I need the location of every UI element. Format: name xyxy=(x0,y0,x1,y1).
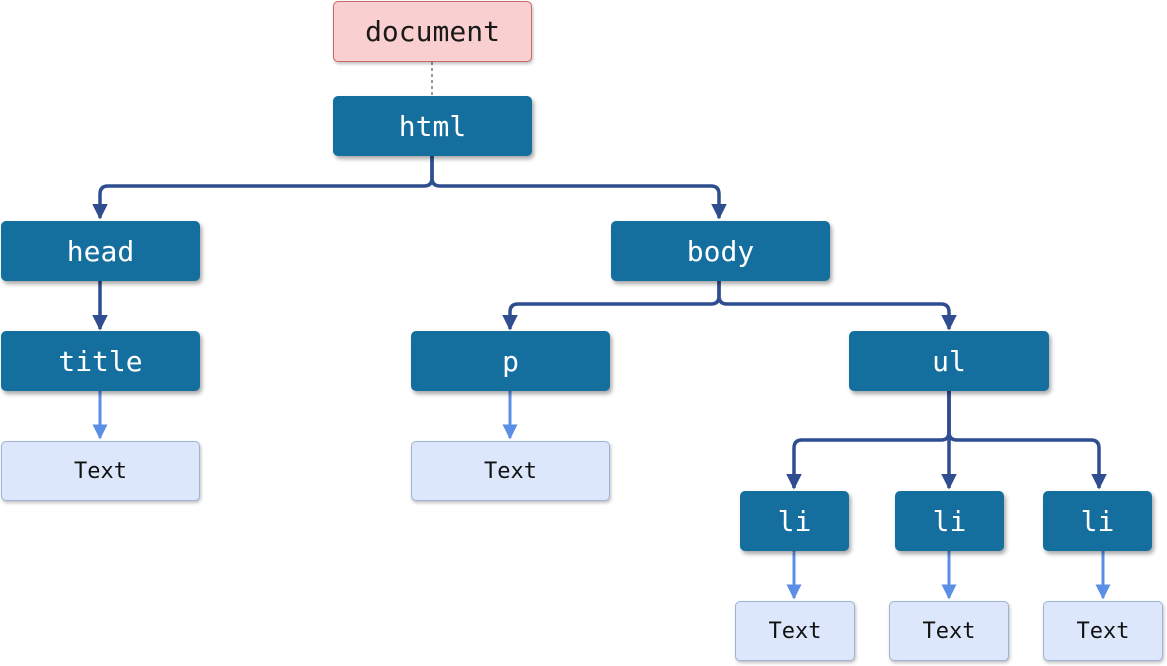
ul-li3-edge xyxy=(947,391,1107,490)
li-3-text-node: Text xyxy=(1043,601,1163,661)
body-node: body xyxy=(611,221,830,281)
html-body-edge xyxy=(430,156,727,220)
ul-node: ul xyxy=(849,331,1049,391)
li-node-1: li xyxy=(740,491,849,551)
li-2-text-node: Text xyxy=(889,601,1009,661)
body-p-edge xyxy=(502,281,721,331)
html-head-edge xyxy=(92,156,434,220)
html-node: html xyxy=(333,96,532,156)
ul-li1-edge xyxy=(786,391,951,490)
head-node: head xyxy=(1,221,200,281)
document-node: document xyxy=(333,1,532,62)
li-node-3: li xyxy=(1043,491,1152,551)
p-node: p xyxy=(411,331,610,391)
p-text-node: Text xyxy=(411,441,610,501)
title-node: title xyxy=(1,331,200,391)
li-node-2: li xyxy=(895,491,1004,551)
body-ul-edge xyxy=(717,281,957,331)
li-1-text-node: Text xyxy=(735,601,855,661)
title-text-node: Text xyxy=(1,441,200,501)
